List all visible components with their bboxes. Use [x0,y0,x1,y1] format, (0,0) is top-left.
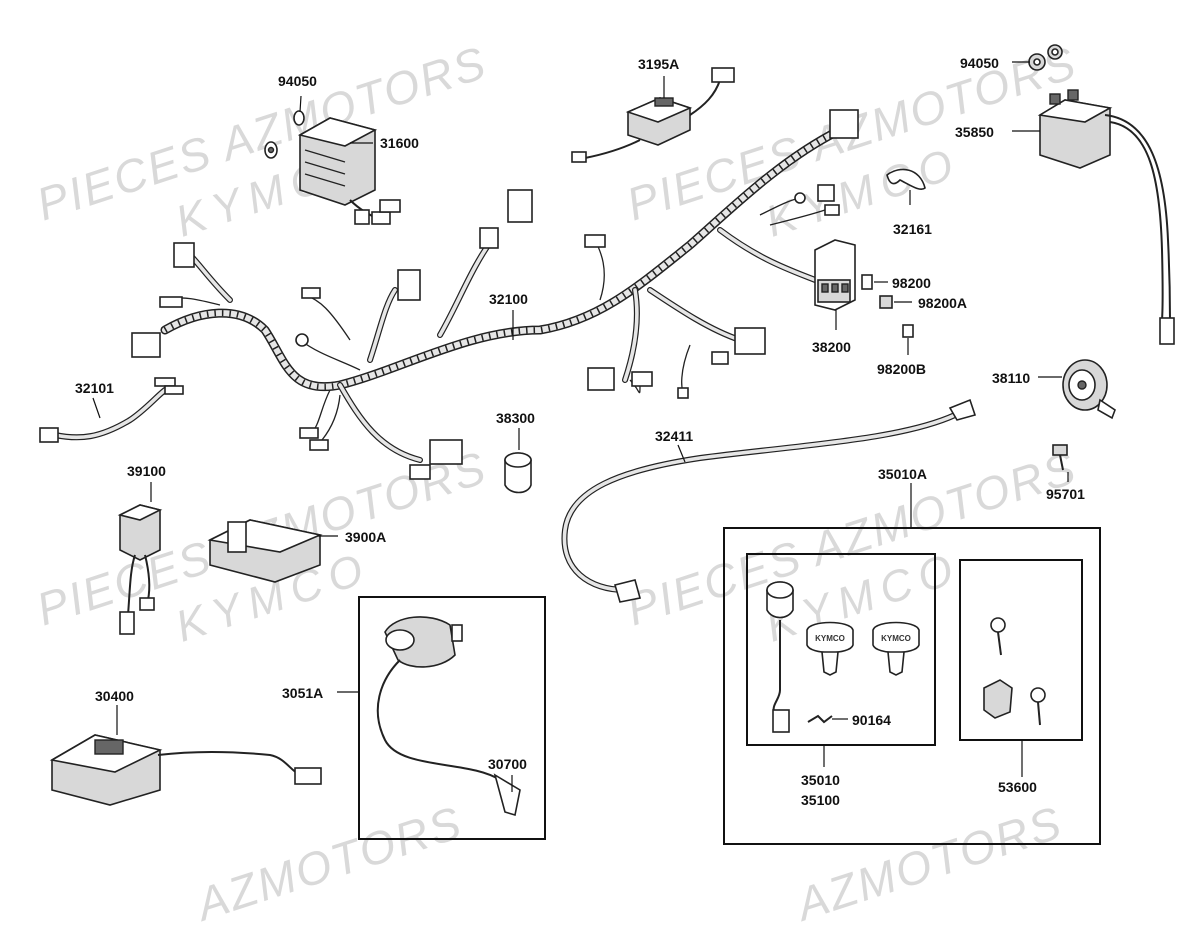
box-35010 [746,553,936,746]
part-label-32411: 32411 [655,428,694,444]
box-53600 [959,559,1083,741]
box-3051A [358,596,546,840]
part-label-38200: 38200 [812,339,851,355]
part-label-98200: 98200 [892,275,931,291]
part-label-3900A: 3900A [345,529,387,545]
sub-harness-terminal [154,377,176,387]
part-label-3051A: 3051A [282,685,324,701]
harness-terminal [677,387,689,399]
harness-connector [829,109,859,139]
part-label-38110: 38110 [992,370,1031,386]
part-label-35100: 35100 [801,792,840,808]
fuse-98200 [861,274,873,290]
harness-terminal [299,427,319,439]
harness-connector [173,242,195,268]
harness-connector [817,184,835,202]
cdi-30400 [49,734,322,806]
harness-connector [507,189,533,223]
sub-harness-32101 [39,377,184,443]
part-label-95701: 95701 [1046,486,1085,502]
part-label-31600: 31600 [380,135,419,151]
ignition-coil-30700 [376,616,521,817]
harness-terminal [309,439,329,451]
part-label-35010A: 35010A [878,466,928,482]
harness-terminal [301,287,321,299]
part-label-30400: 30400 [95,688,134,704]
part-label-35010: 35010 [801,772,840,788]
ring-terminal [794,192,806,204]
cable-32411 [561,398,977,603]
starter-relay-35850 [1037,89,1175,345]
part-label-35850: 35850 [955,124,994,140]
part-label-94050-left: 94050 [278,73,317,89]
part-label-94050-right: 94050 [960,55,999,71]
key-right [872,621,920,676]
part-label-53600: 53600 [998,779,1037,795]
sub-harness-connector [39,427,59,443]
band-32161 [886,168,926,190]
box-35010A [723,527,1101,845]
regulator-rectifier-31600 [297,117,401,225]
flasher-39100 [117,504,163,635]
key-brand-text: KYMCO [881,634,911,643]
relay-3195A [571,67,735,163]
part-label-3195A: 3195A [638,56,680,72]
sensor-38300 [504,452,532,494]
fuse-98200B [902,324,914,338]
part-label-98200A: 98200A [918,295,968,311]
part-label-39100: 39100 [127,463,166,479]
harness-connector [734,327,766,355]
harness-connector [397,269,421,301]
part-label-38300: 38300 [496,410,535,426]
key-left [806,621,854,676]
harness-connector [409,464,431,480]
part-label-32161: 32161 [893,221,932,237]
harness-terminal [824,204,840,216]
harness-connector [587,367,615,391]
part-label-35010-35100: 35010 35100 [801,773,840,807]
harness-terminal [159,296,183,308]
clip-90164 [807,714,833,724]
sub-harness-terminal [164,385,184,395]
horn-38110 [1062,359,1116,420]
harness-connector [711,351,729,365]
lock-set-53600 [983,617,1046,726]
harness-connector [131,332,161,358]
harness-connector [479,227,499,249]
washer-94050-left [264,110,305,159]
part-label-98200B: 98200B [877,361,927,377]
fuse-98200A [879,295,893,309]
part-label-32101: 32101 [75,380,114,396]
harness-connector [429,439,463,465]
key-brand-text: KYMCO [815,634,845,643]
main-wiring-harness [131,109,859,480]
harness-connector [584,234,606,248]
nuts-94050-right [1028,44,1063,71]
parts-diagram: PIECES AZMOTORS KYMCO PIECES AZMOTORS KY… [30,36,1175,930]
bolt-95701 [1052,444,1068,471]
harness-connector [631,371,653,387]
ignition-switch-35010 [766,581,794,733]
part-label-90164: 90164 [852,712,891,728]
ring-terminal [295,333,309,347]
part-label-32100: 32100 [489,291,528,307]
unit-3900A [207,519,323,583]
diagram-drawing: KYMCO KYMCO [39,44,1175,845]
part-label-30700: 30700 [488,756,527,772]
fuse-box-38200 [814,239,856,311]
leader-lines [92,61,1069,792]
